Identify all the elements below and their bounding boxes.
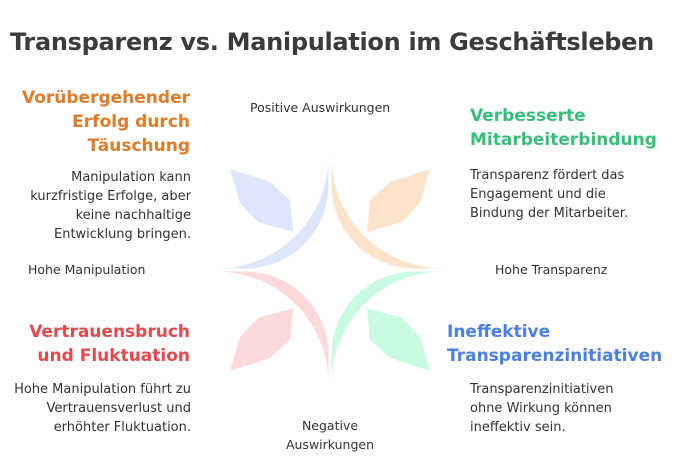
quadrant-top-left-text: Manipulation kann kurzfristige Erfolge, …	[30, 170, 191, 242]
arrowhead-icon	[230, 169, 293, 232]
quadrant-top-left-title: Vorübergehender Erfolg durch Täuschung	[22, 88, 190, 156]
quadrant-bottom-right-text: Transparenzinitiativen ohne Wirkung könn…	[470, 382, 614, 435]
quadrant-top-right-title: Verbesserte Mitarbeiterbindung	[470, 106, 657, 150]
cycle-segment-top-left	[216, 156, 329, 269]
quadrant-bottom-left-title: Vertrauensbruch und Fluktuation	[29, 322, 190, 366]
axis-label-right: Hohe Transparenz	[495, 262, 608, 277]
page-title: Transparenz vs. Manipulation im Geschäft…	[10, 28, 654, 56]
cycle-segment-bottom-left	[216, 271, 329, 384]
axis-label-left: Hohe Manipulation	[28, 262, 146, 277]
axis-label-top: Positive Auswirkungen	[250, 100, 391, 115]
quadrant-bottom-right-title: Ineffektive Transparenzinitiativen	[447, 322, 663, 366]
quadrant-top-right-text: Transparenz fördert das Engagement und d…	[470, 168, 629, 221]
arrowhead-icon	[367, 308, 430, 371]
quadrant-bottom-left-text: Hohe Manipulation führt zu Vertrauensver…	[14, 382, 191, 435]
arrowhead-icon	[367, 169, 430, 232]
axis-label-bottom: Negative Auswirkungen	[285, 418, 375, 452]
arrowhead-icon	[230, 308, 293, 371]
cycle-segment-bottom-right	[331, 271, 444, 384]
cycle-segment-top-right	[331, 156, 444, 269]
